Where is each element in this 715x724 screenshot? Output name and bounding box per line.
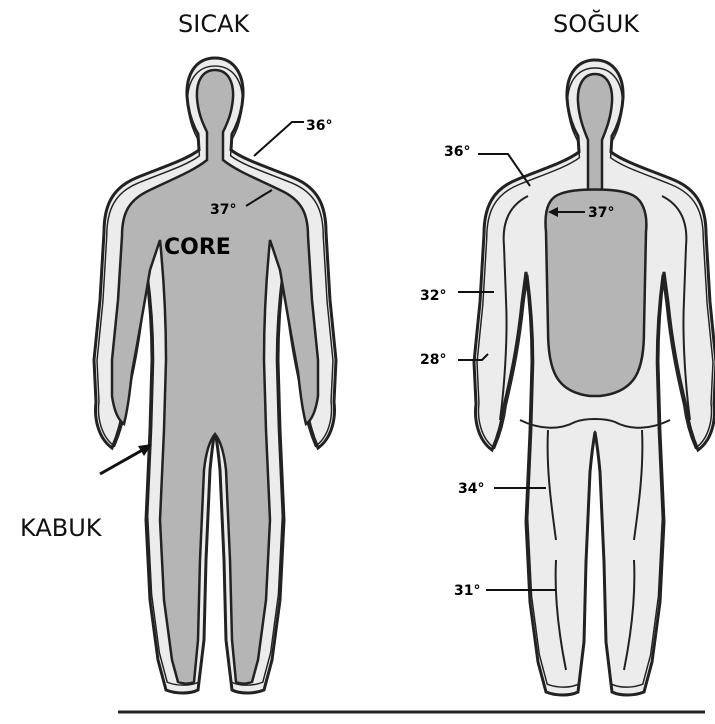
cold-figure <box>474 60 715 695</box>
cold-thigh-temp-label: 34° <box>458 481 484 497</box>
warm-title: SICAK <box>178 10 249 38</box>
warm-figure <box>94 58 336 693</box>
shell-arrow <box>100 444 152 474</box>
cold-upperarm-temp-label: 32° <box>420 288 446 304</box>
cold-title: SOĞUK <box>553 10 639 38</box>
core-label: CORE <box>164 235 231 260</box>
cold-core-temp-label: 37° <box>588 205 614 221</box>
cold-shoulder-temp-label: 36° <box>444 144 470 160</box>
cold-calf-temp-label: 31° <box>454 583 480 599</box>
cold-forearm-temp-label: 28° <box>420 352 446 368</box>
warm-shell-temp-label: 36° <box>306 118 332 134</box>
warm-core-temp-label: 37° <box>210 202 236 218</box>
shell-label: KABUK <box>20 514 102 542</box>
